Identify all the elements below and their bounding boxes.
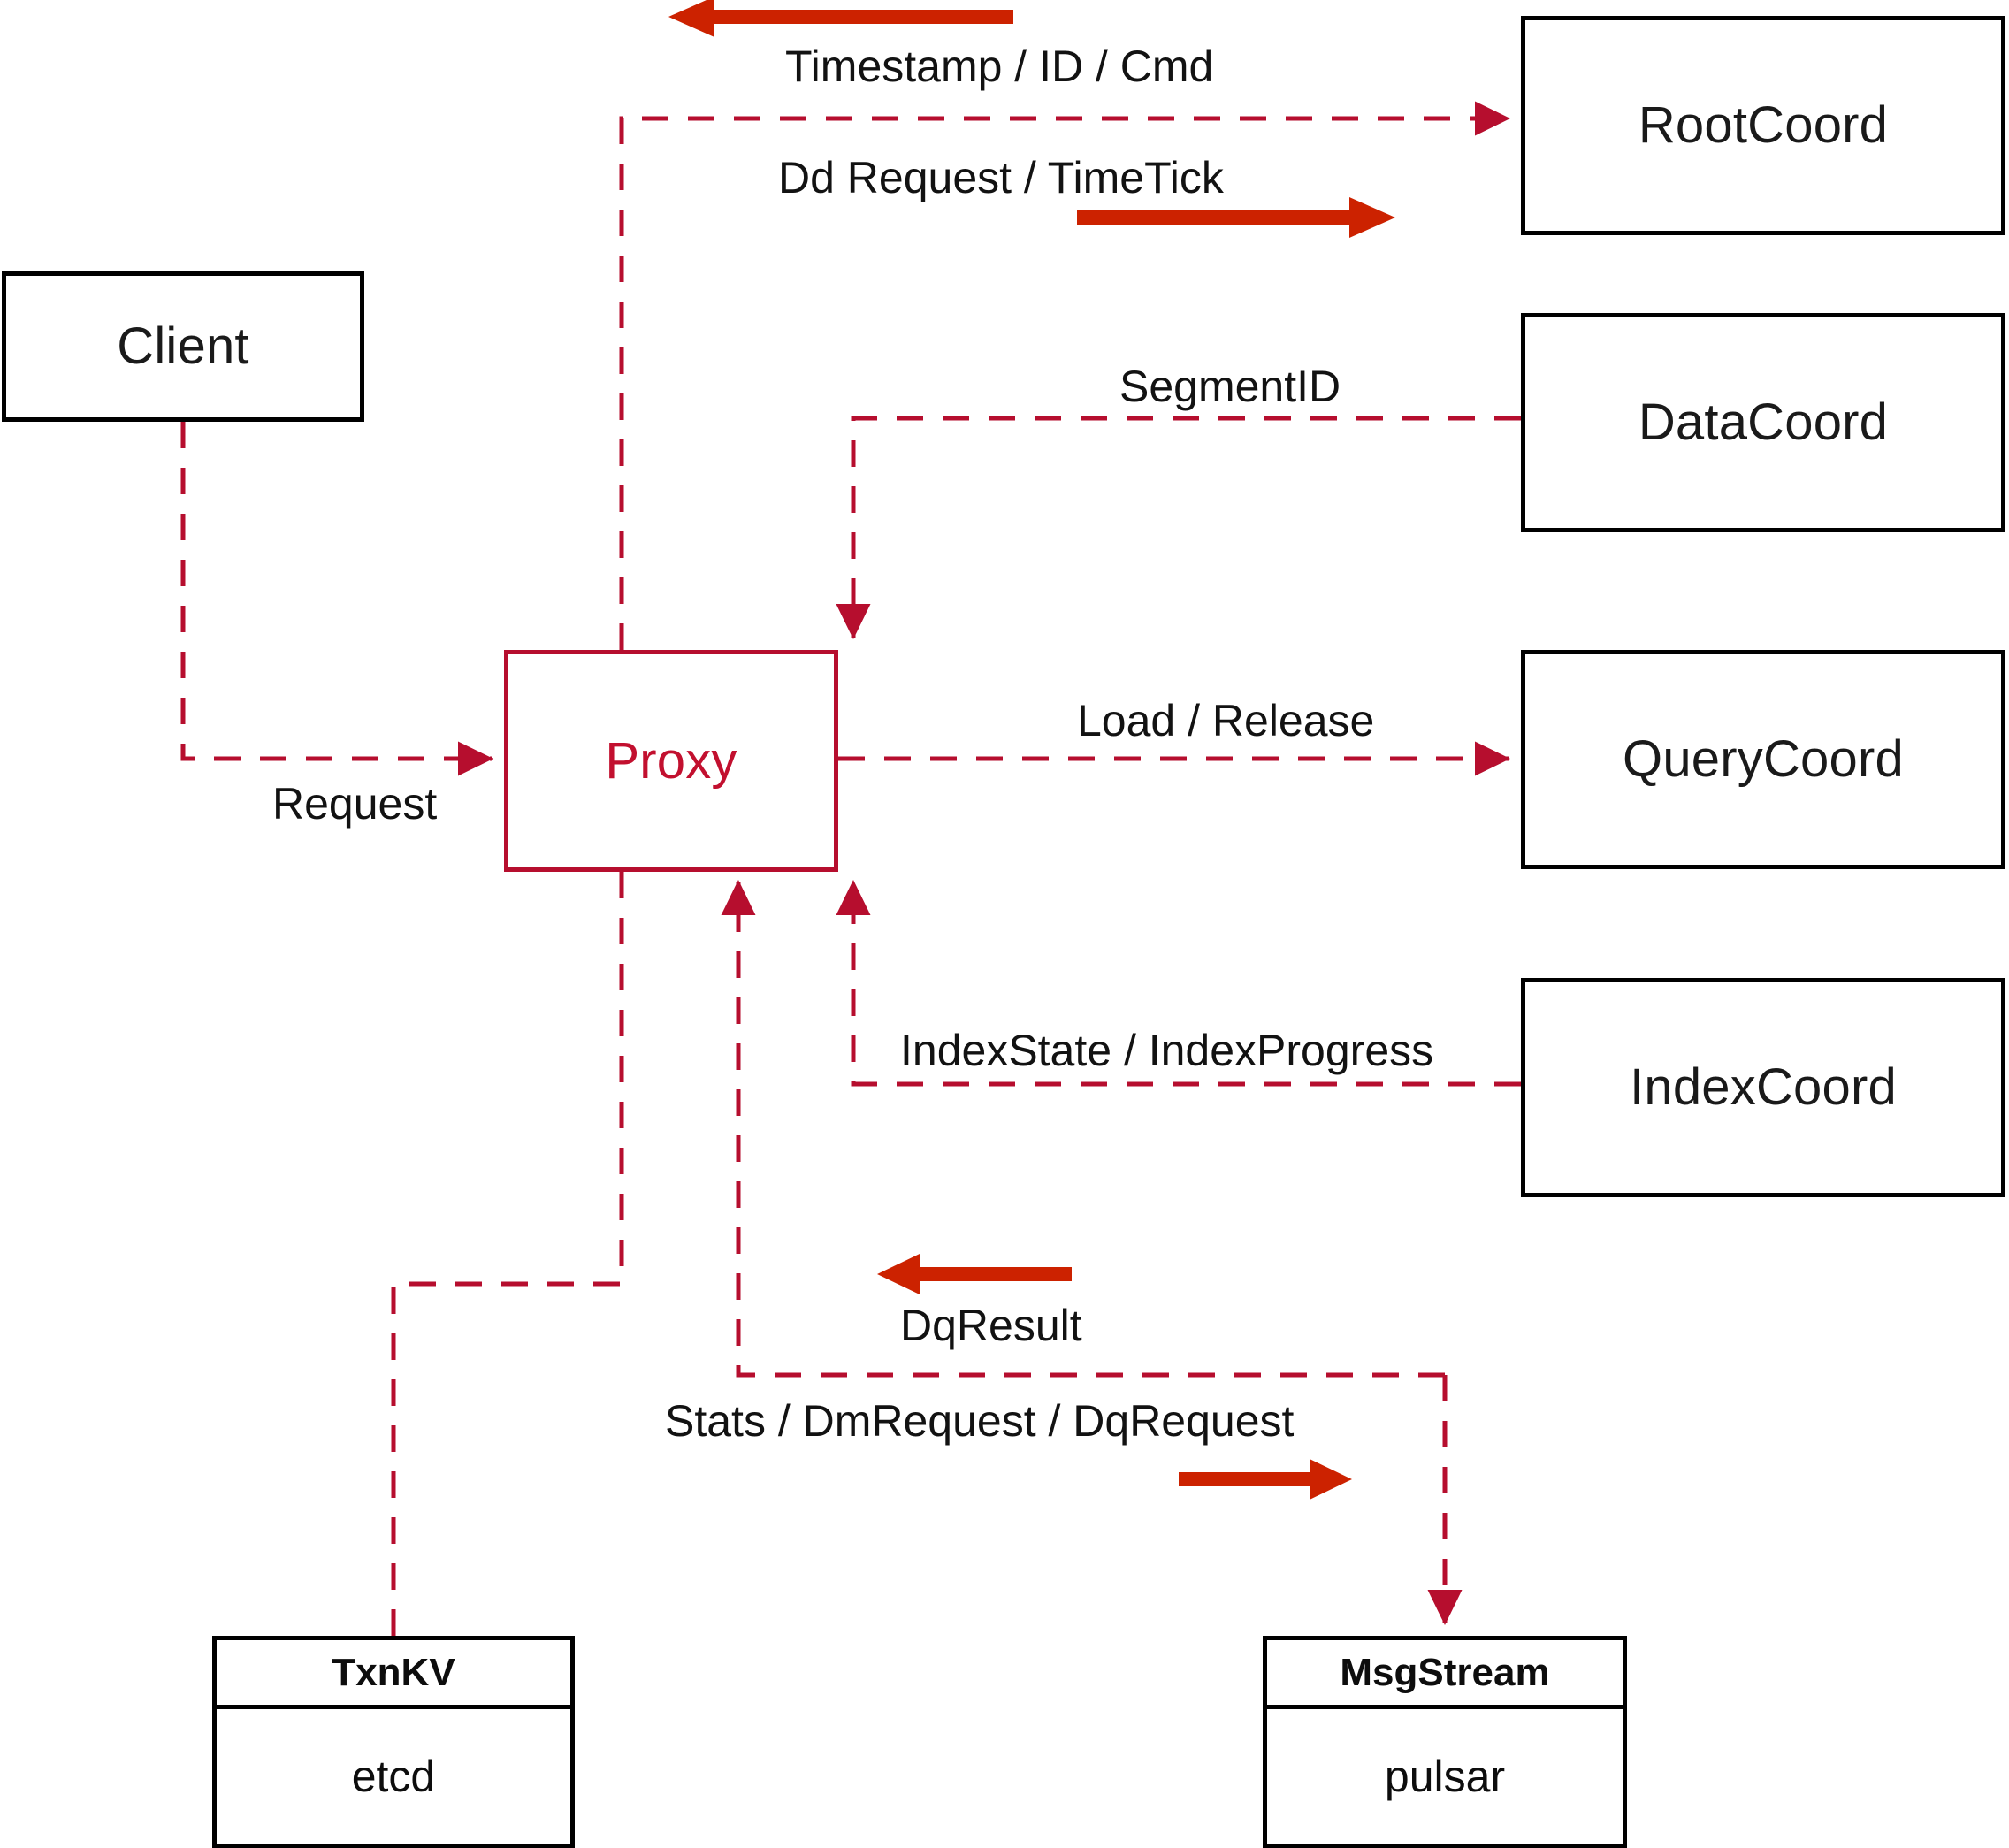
node-proxy[interactable]: Proxy xyxy=(504,650,838,872)
arrow-ddrequest-icon xyxy=(1077,197,1395,238)
edge-client-to-proxy xyxy=(180,422,494,776)
edge-label-index-state: IndexState / IndexProgress xyxy=(900,1026,1434,1075)
edge-label-dq-result: DqResult xyxy=(900,1301,1082,1350)
edge-datacoord-to-proxy xyxy=(836,416,1521,640)
node-txnkv-header: TxnKV xyxy=(217,1640,570,1709)
edge-label-load-release: Load / Release xyxy=(1077,696,1375,745)
node-txnkv-sublabel: etcd xyxy=(351,1752,436,1801)
direction-arrow-group xyxy=(668,0,1395,1500)
edge-proxy-to-rootcoord xyxy=(619,101,1511,650)
edge-label-timestamp-id-cmd: Timestamp / ID / Cmd xyxy=(785,42,1214,91)
node-indexcoord-label: IndexCoord xyxy=(1630,1058,1897,1116)
node-msgstream-sublabel: pulsar xyxy=(1384,1752,1506,1801)
node-client-label: Client xyxy=(117,317,249,375)
arrow-dqresult-icon xyxy=(877,1254,1072,1294)
edge-proxy-to-txnkv xyxy=(391,872,624,1636)
edge-label-stats-dm-dq: Stats / DmRequest / DqRequest xyxy=(665,1396,1295,1446)
node-rootcoord[interactable]: RootCoord xyxy=(1521,16,2005,235)
node-msgstream-header: MsgStream xyxy=(1267,1640,1623,1709)
node-msgstream-body: pulsar xyxy=(1267,1709,1623,1844)
node-datacoord-label: DataCoord xyxy=(1638,393,1889,451)
edge-label-request: Request xyxy=(272,779,438,829)
node-txnkv[interactable]: TxnKV etcd xyxy=(212,1636,575,1848)
arrow-dqrequest-icon xyxy=(1179,1459,1352,1500)
node-querycoord-label: QueryCoord xyxy=(1623,730,1904,788)
node-msgstream[interactable]: MsgStream pulsar xyxy=(1263,1636,1627,1848)
edge-msgstream-to-proxy xyxy=(721,879,1445,1378)
node-datacoord[interactable]: DataCoord xyxy=(1521,313,2005,532)
edge-label-dd-request: Dd Request / TimeTick xyxy=(778,153,1224,202)
node-txnkv-body: etcd xyxy=(217,1709,570,1844)
node-txnkv-label: TxnKV xyxy=(332,1650,455,1694)
edge-label-segment-id: SegmentID xyxy=(1119,362,1341,411)
node-client[interactable]: Client xyxy=(2,271,364,422)
node-proxy-label: Proxy xyxy=(605,731,737,790)
arrow-timestamp-icon xyxy=(668,0,1013,37)
node-indexcoord[interactable]: IndexCoord xyxy=(1521,978,2005,1197)
node-msgstream-label: MsgStream xyxy=(1340,1650,1550,1694)
node-rootcoord-label: RootCoord xyxy=(1638,96,1889,154)
node-querycoord[interactable]: QueryCoord xyxy=(1521,650,2005,869)
edge-indexcoord-to-proxy xyxy=(836,879,1521,1087)
